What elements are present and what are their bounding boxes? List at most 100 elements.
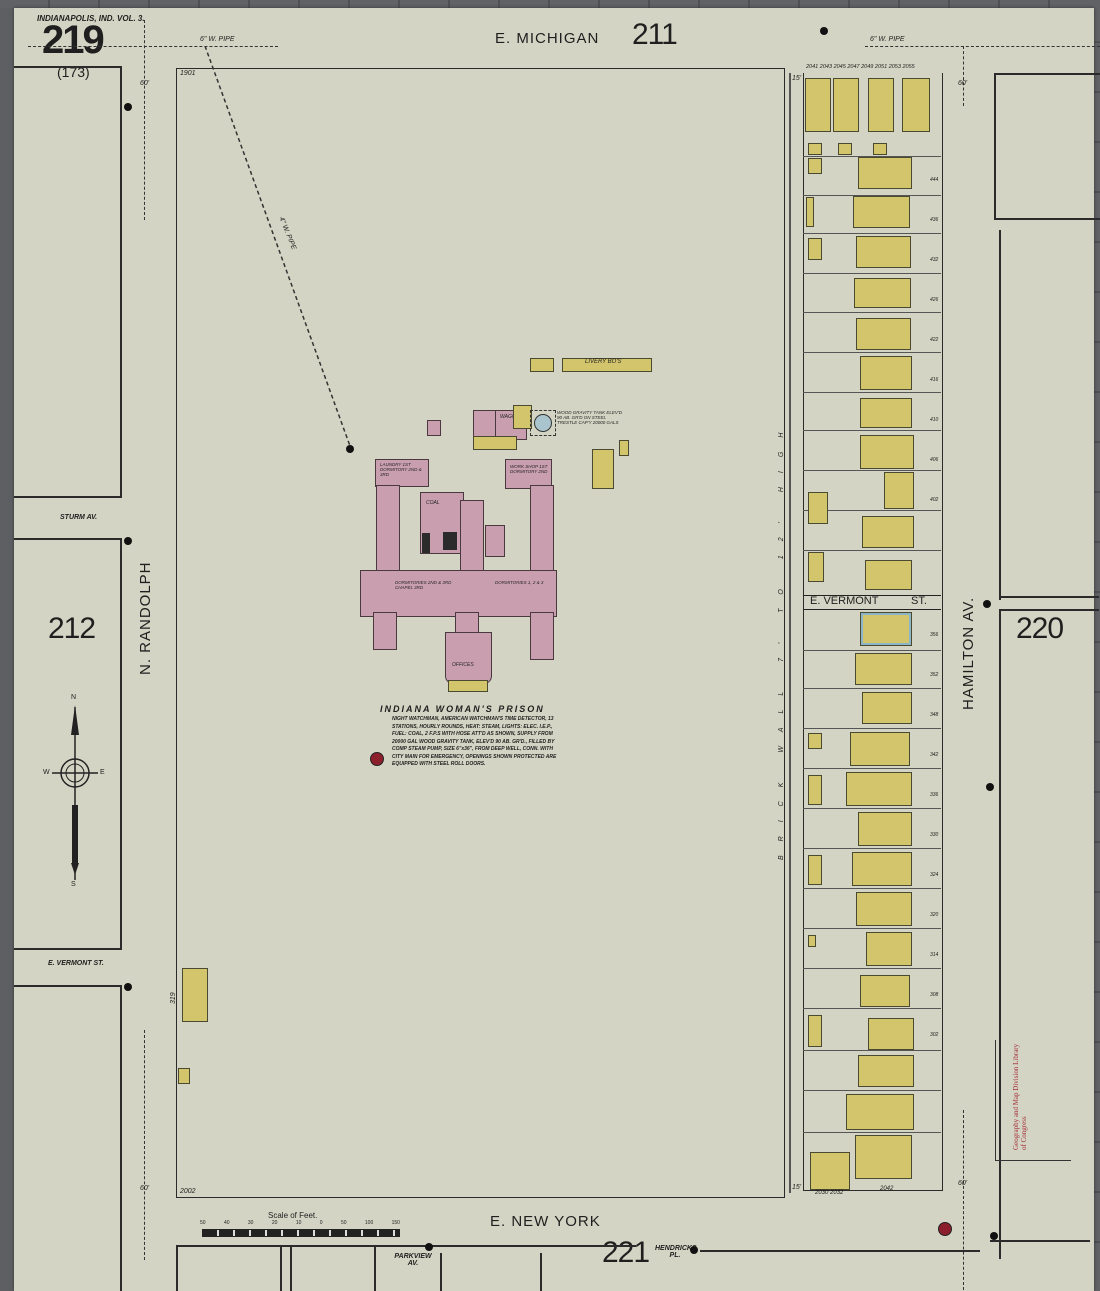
lot-line — [803, 728, 941, 729]
width-label-randolph-s: 60' — [140, 1185, 150, 1192]
east-wing — [530, 485, 554, 577]
house-316 — [866, 932, 912, 966]
shed — [808, 935, 816, 947]
water-pipe-label-ne: 6" W. PIPE — [870, 36, 905, 43]
block-221-stub-6 — [540, 1253, 542, 1291]
lot-line — [803, 392, 941, 393]
work-shop-label: WORK SHOP 1ST DORMITORY 2ND — [510, 464, 548, 474]
house-number: 2045 — [833, 64, 846, 70]
prison-description: NIGHT WATCHMAN, AMERICAN WATCHMAN'S TIME… — [392, 716, 557, 767]
scale-tick: 50 — [200, 1220, 206, 1226]
house-number: 2053 — [888, 64, 901, 70]
adjacent-sheet-212: 212 — [48, 612, 96, 645]
street-parkview-av: PARKVIEW AV. — [394, 1253, 432, 1267]
water-pipe-hamilton-north — [963, 46, 964, 106]
water-pipe-michigan-east — [865, 46, 1100, 47]
shed — [808, 238, 822, 260]
lot-line — [803, 1050, 941, 1051]
block-220-north-edge — [994, 73, 1100, 75]
block-212b-east-edge — [120, 538, 122, 948]
house-308 — [858, 1055, 914, 1087]
prison-block — [176, 68, 785, 1198]
lot-line — [803, 1132, 941, 1133]
house-number: 410 — [930, 417, 939, 423]
hydrant-dh-nw — [124, 103, 132, 111]
laundry-dormitory — [375, 459, 429, 487]
house-number: 314 — [930, 952, 939, 958]
house-number: 2049 — [861, 64, 874, 70]
house-number: 324 — [930, 872, 939, 878]
compass-s: S — [71, 881, 76, 888]
hydrant-dh-michigan — [820, 27, 828, 35]
coal-label: COAL — [426, 500, 440, 506]
block-221-north-edge — [176, 1245, 636, 1247]
street-hamilton-av: HAMILTON AV. — [960, 596, 977, 710]
atlas-title: INDIANAPOLIS, IND. VOL. 3. — [37, 14, 145, 23]
map-sheet — [14, 8, 1094, 1291]
house-number: 406 — [930, 457, 939, 463]
adjacent-sheet-211: 211 — [632, 18, 678, 51]
water-pipe-diagonal — [204, 46, 351, 447]
block-221-stub-1 — [176, 1245, 178, 1291]
scale-tick: 50 — [340, 1220, 347, 1226]
house-2049 — [868, 78, 894, 132]
fire-alarm-box-prison — [370, 752, 384, 766]
office-connector — [455, 612, 479, 634]
house-356 — [860, 612, 912, 646]
house-number: 2030 — [815, 1190, 829, 1196]
hydrant-dh-hendricks — [690, 1246, 698, 1254]
hydrant-dh-prison — [346, 445, 354, 453]
house-number: 356 — [930, 632, 939, 638]
house-number: 2032 — [830, 1190, 844, 1196]
new-york-numbers: 2030 2032 — [815, 1190, 843, 1196]
house-number: 2051 — [874, 64, 888, 70]
lot-line — [803, 888, 941, 889]
stamp-frame — [995, 1040, 1071, 1161]
house-302 — [846, 1094, 914, 1130]
house-number: 320 — [930, 912, 939, 918]
poultry-feed-room — [592, 449, 614, 489]
width-label-15-n: 15' — [792, 75, 802, 82]
hydrant-dh-parkview — [425, 1243, 433, 1251]
house-number: 352 — [930, 672, 939, 678]
old-pump-house — [427, 420, 441, 436]
block-221-stub-4 — [374, 1245, 376, 1291]
width-label-hamilton-s: 60' — [958, 1180, 968, 1187]
michigan-numbers: 2041 2043 2045 2047 2049 2051 2053 2055 — [806, 64, 915, 70]
block-221-stub-5 — [440, 1253, 442, 1291]
house-2045 — [833, 78, 859, 132]
offices-porch — [448, 680, 488, 692]
house-number: 2043 — [819, 64, 833, 70]
vermont-east-north-edge — [999, 596, 1099, 598]
lot-line — [803, 1008, 941, 1009]
hydrant-dh-vermont-w — [124, 983, 132, 991]
house-436 — [853, 196, 910, 228]
gravity-tank-label: WOOD GRAVITY TANK ELEV'D 90 AB. GR'D ON … — [557, 410, 622, 425]
dormitories-label: DORMITORIES 2ND & 3RD CHAPEL 3RD — [395, 580, 452, 590]
vermont-west-south-edge — [14, 985, 122, 987]
house-number: 426 — [930, 297, 939, 303]
block-220-west-edge-n — [994, 73, 996, 218]
house-396 — [865, 560, 912, 590]
adjacent-sheet-220: 220 — [1016, 612, 1064, 645]
scale-tick: 100 — [364, 1220, 374, 1226]
width-label-hamilton-n: 60' — [958, 80, 968, 87]
compass-e: E — [100, 769, 105, 776]
street-vermont-st-label: ST. — [911, 595, 927, 607]
shed — [808, 1015, 822, 1047]
street-sturm-av: STURM AV. — [60, 514, 98, 521]
livery-shed-small — [530, 358, 554, 372]
lot-line — [803, 968, 941, 969]
south-west-wing — [373, 612, 397, 650]
lot-line — [803, 1090, 941, 1091]
lot-line — [803, 688, 941, 689]
dormitories-east-label: DORMITORIES 1, 2 & 3 — [495, 580, 544, 585]
shed — [808, 733, 822, 749]
small-shed-e — [619, 440, 629, 456]
west-wing — [376, 485, 400, 577]
shed-x — [808, 552, 824, 582]
house-350 — [855, 653, 912, 685]
scale-tick: 0 — [319, 1220, 323, 1226]
gravity-tank-frame — [530, 410, 556, 436]
house-number: 308 — [930, 992, 939, 998]
